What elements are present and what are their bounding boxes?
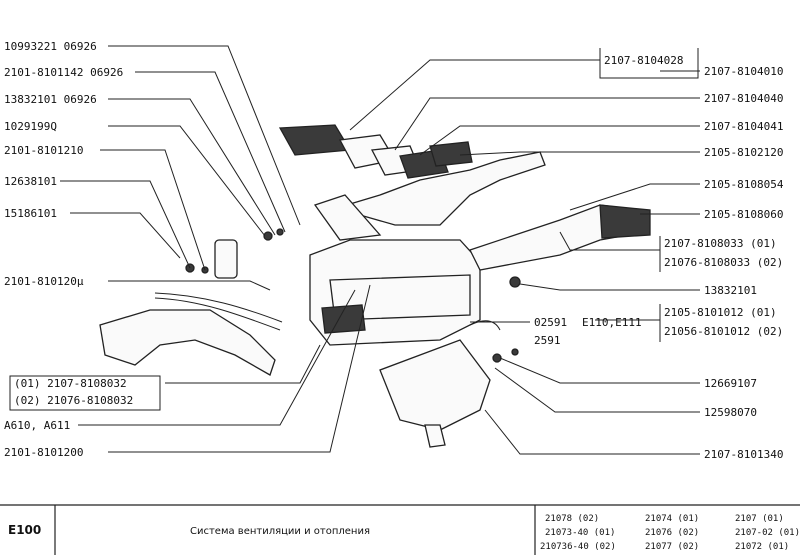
- model-label: 21073-40 (01): [545, 528, 615, 538]
- part-label: 2107-8104041: [704, 120, 783, 133]
- page-code: E100: [8, 523, 41, 537]
- model-label: 21076 (02): [645, 528, 699, 538]
- part-label: 2105-8108060: [704, 208, 783, 221]
- part-label: 2107-8101340: [704, 448, 783, 461]
- clamp-part: [263, 231, 273, 241]
- part-label: (02) 21076-8108032: [14, 394, 133, 407]
- part-number-labels: 10993221 06926 2101-8101142 06926 138321…: [4, 40, 784, 461]
- model-label: 21072 (01): [735, 542, 789, 552]
- part-label: 2105-8102120: [704, 146, 783, 159]
- part-label: 12638101: [4, 175, 57, 188]
- left-air-duct-part: [99, 309, 276, 376]
- model-label: 210736-40 (02): [540, 542, 616, 552]
- heater-valve-part: [214, 239, 238, 279]
- part-label: 2107-8108033 (01): [664, 237, 777, 250]
- lower-bracket-part: [424, 424, 446, 448]
- part-label: 2591: [534, 334, 561, 347]
- part-label: E110,E111: [582, 316, 642, 329]
- heater-assembly-drawing: [99, 124, 651, 448]
- leader-lines: [60, 45, 700, 455]
- part-label: 15186101: [4, 207, 57, 220]
- part-label: 12598070: [704, 406, 757, 419]
- part-label: 02591: [534, 316, 567, 329]
- part-label: 2101-8101200: [4, 446, 83, 459]
- part-label: 2107-8104028: [604, 54, 683, 67]
- part-label: 2101-8101142 06926: [4, 66, 123, 79]
- part-label: 12669107: [704, 377, 757, 390]
- screw-part: [511, 348, 519, 356]
- part-label: 21076-8108033 (02): [664, 256, 783, 269]
- model-label: 2107 (01): [735, 514, 784, 524]
- clamp-part: [276, 228, 284, 236]
- bracket: [599, 48, 699, 79]
- part-label: 21056-8101012 (02): [664, 325, 783, 338]
- part-label: 2107-8104010: [704, 65, 783, 78]
- page-title: Система вентиляции и отопления: [190, 526, 370, 537]
- heater-motor-part: [321, 304, 366, 334]
- model-label: 21078 (02): [545, 514, 599, 524]
- label-brackets: [9, 48, 699, 411]
- bracket: [9, 375, 161, 411]
- distribution-duct-part: [329, 151, 546, 226]
- part-label: 13832101 06926: [4, 93, 97, 106]
- heater-tube-part: [154, 292, 283, 323]
- part-label: 10993221 06926: [4, 40, 97, 53]
- model-label: 2107-02 (01): [735, 528, 800, 538]
- part-label: 2105-8101012 (01): [664, 306, 777, 319]
- part-label: 13832101: [704, 284, 757, 297]
- part-label: 2105-8108054: [704, 178, 784, 191]
- model-label: 21074 (01): [645, 514, 699, 524]
- gasket-part: [509, 276, 521, 288]
- hose-part: [469, 320, 501, 331]
- duct-flap-part: [313, 194, 382, 241]
- part-label: 1029199Q: [4, 120, 57, 133]
- heater-tube-part: [154, 297, 281, 331]
- deflector-part: [429, 141, 473, 167]
- model-label: 21077 (02): [645, 542, 699, 552]
- screw-part: [492, 353, 502, 363]
- part-label: A610, A611: [4, 419, 70, 432]
- title-block: E100 Система вентиляции и отопления 2107…: [0, 504, 800, 555]
- lower-cover-part: [379, 339, 491, 431]
- part-label: 2107-8104040: [704, 92, 783, 105]
- part-label: 2101-810120μ: [4, 275, 84, 288]
- side-nozzle-part: [599, 204, 651, 239]
- part-label: (01) 2107-8108032: [14, 377, 127, 390]
- part-label: 2101-8101210: [4, 144, 83, 157]
